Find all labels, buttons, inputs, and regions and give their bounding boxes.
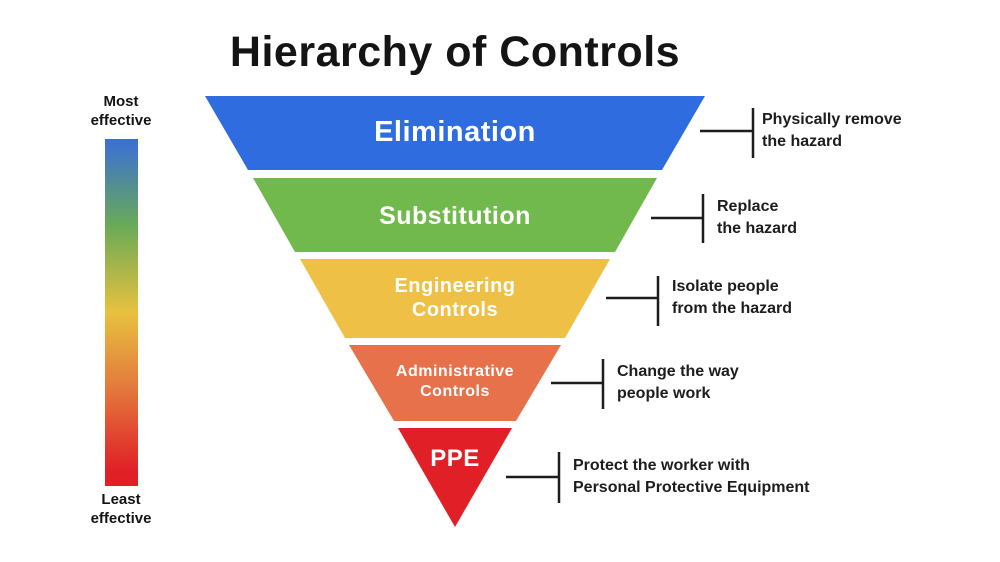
level-label-line: Controls bbox=[411, 299, 499, 321]
annotation-line: the hazard bbox=[717, 220, 798, 237]
page-title: Hierarchy of Controls bbox=[229, 28, 681, 76]
annotation-connector-elimination bbox=[700, 108, 755, 158]
level-label-substitution: Substitution bbox=[255, 201, 655, 231]
annotation-elimination: Physically remove the hazard bbox=[762, 109, 902, 153]
least-effective-label: Least effective bbox=[90, 491, 152, 527]
annotation-engineering-controls: Isolate people from the hazard bbox=[672, 276, 792, 320]
level-administrative-controls-shape bbox=[349, 345, 561, 421]
level-label-line: PPE bbox=[430, 445, 480, 472]
level-label-line: Elimination bbox=[374, 116, 536, 148]
annotation-connector-ppe bbox=[506, 452, 561, 503]
level-label-ppe: PPE bbox=[255, 445, 655, 473]
annotation-line: from the hazard bbox=[672, 300, 793, 317]
annotation-connector-administrative-controls bbox=[551, 359, 605, 409]
effectiveness-gradient-bar bbox=[105, 139, 138, 486]
annotation-substitution: Replace the hazard bbox=[717, 196, 797, 240]
annotation-line: Replace bbox=[717, 198, 779, 215]
annotation-connector-substitution bbox=[651, 194, 705, 243]
level-label-line: Engineering bbox=[394, 275, 516, 297]
level-substitution-shape bbox=[253, 178, 657, 252]
annotation-line: the hazard bbox=[762, 133, 843, 150]
level-ppe-shape bbox=[398, 428, 512, 527]
annotation-ppe: Protect the worker with Personal Protect… bbox=[573, 455, 810, 499]
level-label-elimination: Elimination bbox=[255, 114, 655, 150]
level-label-line: Administrative bbox=[395, 363, 515, 380]
most-effective-label: Most effective bbox=[90, 93, 152, 129]
annotation-line: Physically remove bbox=[762, 111, 902, 128]
level-label-administrative-controls: Administrative Controls bbox=[255, 362, 655, 402]
level-label-line: Substitution bbox=[379, 202, 531, 230]
annotation-line: Isolate people bbox=[672, 278, 779, 295]
annotation-line: Personal Protective Equipment bbox=[573, 479, 810, 496]
level-elimination-shape bbox=[205, 96, 705, 170]
annotation-connector-engineering-controls bbox=[606, 276, 660, 326]
annotation-line: people work bbox=[617, 385, 711, 402]
level-engineering-controls-shape bbox=[300, 259, 610, 338]
annotation-line: Protect the worker with bbox=[573, 457, 750, 474]
annotation-line: Change the way bbox=[617, 363, 739, 380]
level-label-line: Controls bbox=[420, 383, 490, 400]
level-label-engineering-controls: Engineering Controls bbox=[255, 274, 655, 322]
annotation-administrative-controls: Change the way people work bbox=[617, 361, 739, 405]
